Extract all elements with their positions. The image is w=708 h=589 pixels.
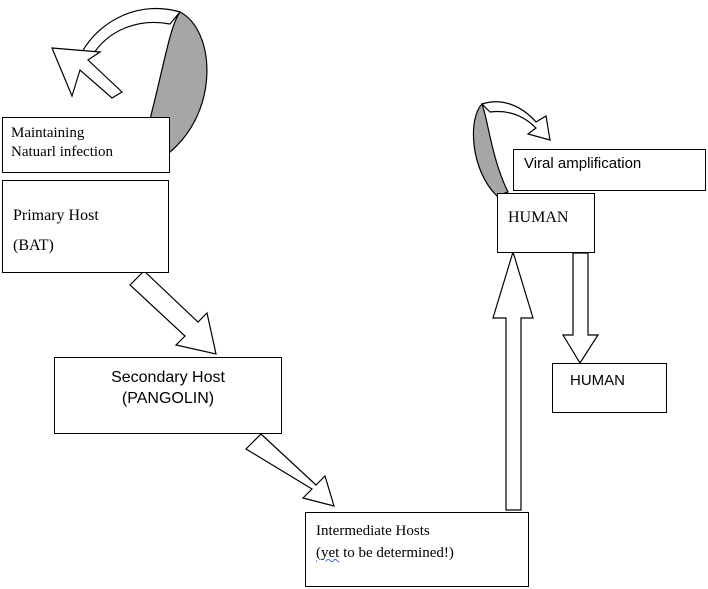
intermediate-hosts-note: (yet to be determined!) bbox=[316, 543, 528, 565]
human-box-bottom: HUMAN bbox=[552, 363, 667, 413]
intermediate-hosts-title: Intermediate Hosts bbox=[316, 523, 430, 539]
secondary-host-title: Secondary Host bbox=[111, 369, 225, 386]
human-box-top: HUMAN bbox=[497, 193, 595, 253]
arrow-intermediate-to-human bbox=[492, 249, 534, 511]
maintaining-line1: Maintaining bbox=[11, 125, 85, 141]
maintaining-line2: Natuarl infection bbox=[11, 143, 114, 160]
human-bottom-label: HUMAN bbox=[570, 372, 625, 389]
secondary-host-box: Secondary Host (PANGOLIN) bbox=[54, 357, 282, 434]
arrow-human-to-human bbox=[561, 252, 600, 365]
intermediate-hosts-note-rest: to be determined!) bbox=[339, 544, 454, 561]
human-top-label: HUMAN bbox=[508, 209, 569, 226]
viral-amplification-label: Viral amplification bbox=[524, 155, 642, 172]
self-loop-arrow-human bbox=[472, 101, 551, 197]
spellcheck-underlined-word: (yet bbox=[316, 544, 340, 561]
intermediate-hosts-box: Intermediate Hosts (yet to be determined… bbox=[305, 512, 529, 587]
arrow-pangolin-to-intermediate bbox=[245, 433, 335, 507]
primary-host-title: Primary Host bbox=[13, 207, 99, 224]
arrow-bat-to-pangolin bbox=[129, 270, 217, 355]
primary-host-animal: (BAT) bbox=[13, 237, 54, 255]
maintaining-natural-infection-box: Maintaining Natuarl infection bbox=[2, 117, 170, 173]
secondary-host-animal: (PANGOLIN) bbox=[121, 389, 215, 407]
primary-host-box: Primary Host (BAT) bbox=[2, 180, 169, 273]
viral-amplification-box: Viral amplification bbox=[513, 149, 706, 191]
